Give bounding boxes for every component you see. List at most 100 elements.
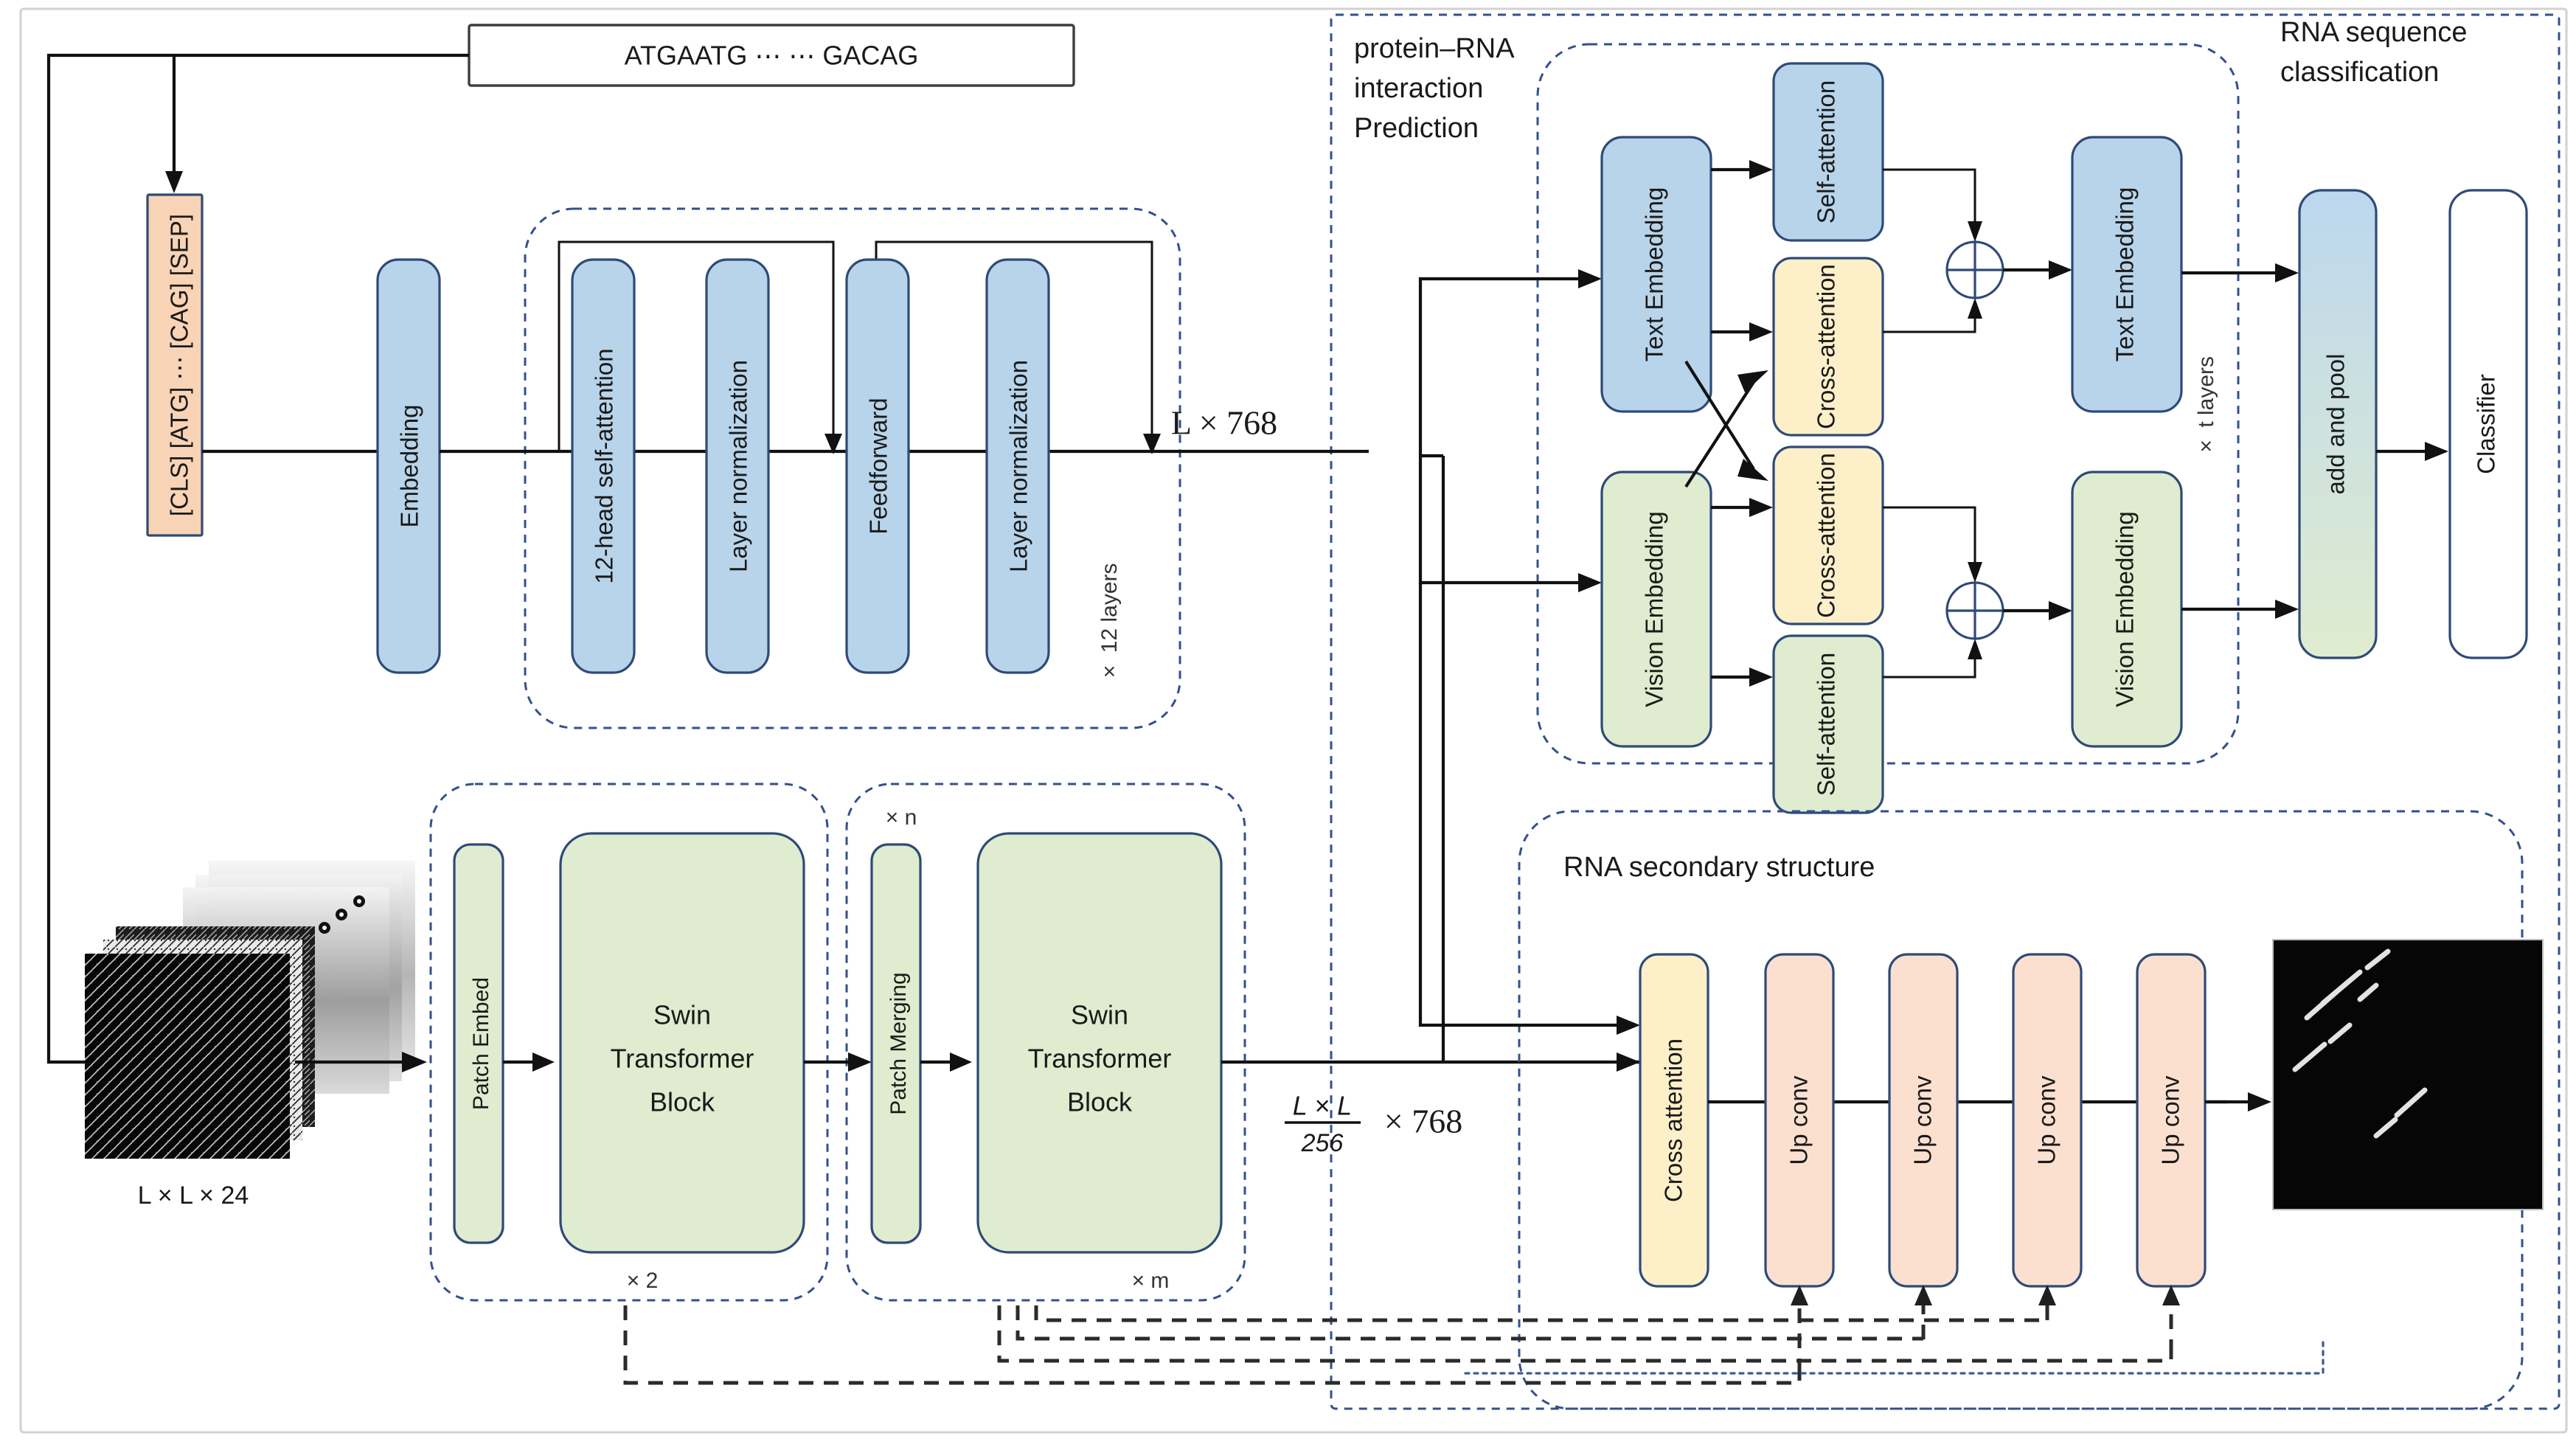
interaction-section-title-line1: protein–RNA — [1354, 33, 1515, 64]
text-to-cross-attention-ss-arrowhead — [1617, 1016, 1640, 1035]
up-conv-label-1: Up conv — [1785, 1075, 1813, 1165]
text-embedding-input-label: Text Embedding — [1641, 187, 1668, 362]
skip-route-stage2-to-up-conv-2 — [1016, 1305, 1926, 1341]
self-attention-vision-label: Self-attention — [1813, 653, 1840, 796]
self-attention-vision-to-sum — [1883, 659, 1976, 679]
interaction-section-title-line2: interaction — [1354, 73, 1483, 104]
encoder-repeat-label: × 12 layers — [1097, 563, 1122, 683]
swin-stage-1-container — [429, 783, 829, 1302]
encoder-block-self-attention-label: 12-head self-attention — [591, 348, 618, 583]
encoder-block-feedforward-label: Feedforward — [865, 398, 892, 534]
secondary-structure-output-map — [2272, 939, 2544, 1210]
language-to-vision-embedding-arrowhead — [1578, 573, 1602, 592]
patch-merging-to-swin2-arrowhead — [950, 1052, 972, 1072]
swin-block-2-line2: Transformer — [1028, 1044, 1172, 1074]
skip-arrowhead-up-conv-3 — [2038, 1285, 2056, 1305]
text-output-to-add-pool-arrowhead — [2275, 263, 2299, 282]
self-attention-text-to-sum — [1883, 168, 1976, 221]
residual-skip-2-arrowhead — [1143, 434, 1161, 454]
text-to-cross-attention-vision-arrowhead — [1737, 459, 1768, 481]
embedding-box — [376, 258, 441, 674]
cross-attention-vision-box — [1772, 445, 1884, 625]
self-attention-vision-to-sum-arrowhead — [1968, 639, 1982, 659]
cross-attention-vision-to-sum-arrowhead — [1968, 562, 1982, 583]
vision-embedding-output-label: Vision Embedding — [2111, 511, 2139, 707]
vision-output-shape: L × L 256 × 768 — [1285, 1091, 1462, 1157]
up-conv-label-3: Up conv — [2033, 1075, 2061, 1165]
cross-attention-ss-box — [1639, 953, 1709, 1288]
vision-to-cross-attention-ss-arrowhead — [1617, 1052, 1640, 1072]
text-embedding-output-label: Text Embedding — [2111, 187, 2139, 362]
skip-arrowhead-up-conv-4 — [2162, 1285, 2180, 1305]
sequence-to-token-arrowhead — [165, 171, 183, 193]
swin-stage-2-container — [845, 783, 1246, 1302]
self-attention-text-label: Self-attention — [1813, 80, 1840, 223]
token-sequence-box — [146, 193, 204, 537]
downstream-tasks-container — [1330, 13, 2561, 1410]
up-conv-label-2: Up conv — [1909, 1075, 1937, 1165]
swin-stage-1-repeat-label: × 2 — [627, 1269, 659, 1293]
image-to-patch-embed-arrowhead — [402, 1052, 427, 1072]
encoder-block-layernorm-2-label: Layer normalization — [1005, 360, 1032, 572]
cross-attention-vision-to-sum — [1883, 506, 1976, 562]
classification-section-title-line2: classification — [2280, 57, 2439, 88]
transformer-encoder-container — [524, 207, 1181, 729]
up-conv-label-4: Up conv — [2157, 1075, 2184, 1165]
swin-block-1-line1: Swin — [653, 1000, 711, 1030]
decoder-to-output-arrowhead — [2248, 1092, 2271, 1111]
interaction-repeat-label: × t layers — [2194, 356, 2218, 458]
text-to-cross-attention-ss-line — [1418, 583, 1617, 1027]
cross-attention-ss-label: Cross attention — [1660, 1038, 1687, 1202]
encoder-block-layernorm-1-label: Layer normalization — [725, 360, 752, 572]
residual-skip-1-arrowhead — [824, 434, 842, 454]
sum-text-to-output-arrowhead — [2049, 260, 2072, 280]
classifier-box — [2448, 189, 2528, 659]
token-sequence-label: [CLS] [ATG] ⋯ [CAG] [SEP] — [166, 214, 193, 516]
vision-to-cross-attention-arrowhead — [1749, 498, 1773, 517]
skip-arrowhead-up-conv-2 — [1914, 1285, 1932, 1305]
vision-input-stack — [85, 861, 415, 1159]
interaction-section-title-line3: Prediction — [1354, 113, 1479, 144]
cross-attention-text-to-sum — [1883, 319, 1976, 333]
vision-input-caption: L × L × 24 — [138, 1182, 249, 1210]
encoder-block-layernorm-2 — [985, 258, 1050, 674]
language-to-text-embedding-arrowhead — [1578, 269, 1602, 288]
patch-merging-label: Patch Merging — [886, 972, 911, 1114]
add-and-pool-box — [2298, 189, 2378, 659]
vision-to-cross-attention-text-line — [1684, 381, 1755, 488]
patch-embed-box — [453, 843, 504, 1244]
skip-route-stage2-to-up-conv-3 — [1034, 1305, 2047, 1322]
swin-stage-2-top-label: × n — [886, 805, 917, 830]
input-sequence-label: ATGAATG ⋯ ⋯ GACAG — [625, 41, 919, 71]
classification-section-title-line1: RNA sequence — [2280, 17, 2468, 48]
vision-output-shape-numerator: L × L — [1293, 1091, 1352, 1121]
language-output-shape-label: L × 768 — [1171, 404, 1277, 442]
interaction-block-container — [1536, 43, 2240, 765]
swin-stage-2-repeat-label: × m — [1132, 1269, 1170, 1293]
text-to-cross-attention-arrowhead — [1749, 322, 1773, 341]
vision-to-cross-attention-text-arrowhead — [1737, 370, 1768, 392]
skip-route-stage1-to-up-conv-1 — [623, 1305, 1802, 1385]
swin-block-2-line3: Block — [1067, 1087, 1133, 1117]
vision-output-shape-denominator: 256 — [1301, 1129, 1344, 1157]
patch-merging-box — [870, 843, 922, 1244]
skip-arrowhead-up-conv-1 — [1791, 1285, 1808, 1305]
classifier-label: Classifier — [2473, 374, 2500, 474]
embedding-label: Embedding — [396, 405, 423, 528]
swin-transformer-block-1 — [559, 832, 805, 1254]
sum-vision-to-output-arrowhead — [2049, 601, 2072, 620]
encoder-block-self-attention — [571, 258, 636, 674]
cross-attention-vision-label: Cross-attention — [1813, 453, 1840, 618]
cross-attention-text-to-sum-arrowhead — [1968, 298, 1982, 319]
downstream-return-path — [1459, 1341, 2325, 1375]
cross-attention-text-box — [1772, 257, 1884, 437]
outer-frame — [19, 7, 2568, 1434]
swin-block-2-line1: Swin — [1071, 1000, 1128, 1030]
patch-embed-label: Patch Embed — [469, 977, 493, 1110]
swin-block-1-line3: Block — [650, 1087, 715, 1117]
patch-embed-to-swin1-arrowhead — [532, 1052, 555, 1072]
encoder-block-layernorm-1 — [705, 258, 770, 674]
text-to-self-attention-arrowhead — [1749, 160, 1773, 179]
skip-route-stage2-to-up-conv-4 — [997, 1305, 2173, 1363]
